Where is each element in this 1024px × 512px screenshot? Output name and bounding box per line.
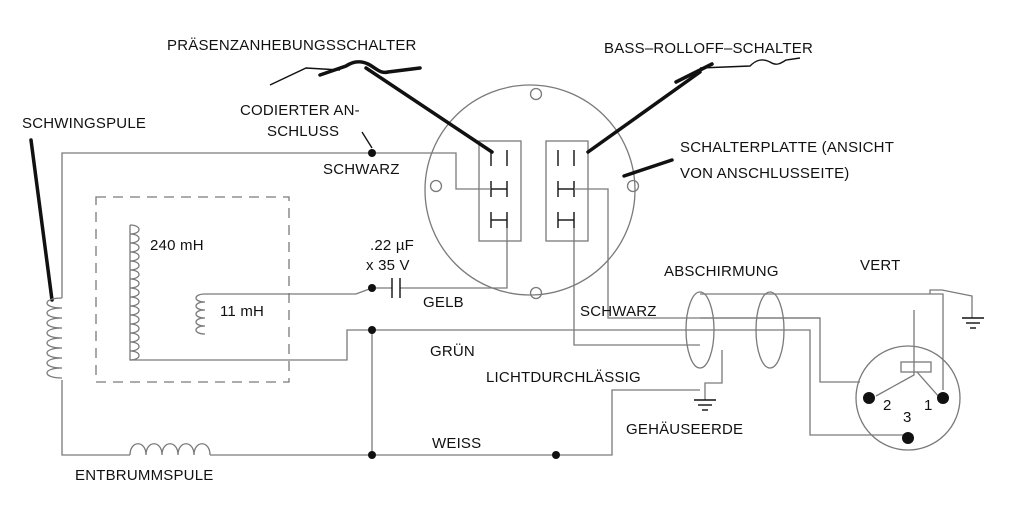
bass-switch-lever	[586, 57, 801, 154]
junction-dot	[368, 326, 376, 334]
green-wire-label: GRÜN	[430, 342, 475, 360]
capacitor-label-2: x 35 V	[366, 257, 410, 274]
connector-key	[900, 361, 932, 373]
black-wire-label-1: SCHWARZ	[323, 161, 400, 178]
junction-dot	[368, 451, 376, 459]
voice-coil-label: SCHWINGSPULE	[22, 115, 146, 132]
switch-plate	[424, 84, 640, 300]
coded-connector-label-1: CODIERTER AN-	[240, 102, 360, 119]
inductor-240mh-winding	[129, 224, 140, 361]
presence-switch-body	[478, 140, 522, 242]
xlr-connector	[855, 345, 961, 451]
coded-connector-label-2: SCHLUSS	[267, 123, 339, 140]
switch-plate-label-2: VON ANSCHLUSSEITE)	[680, 165, 849, 182]
mounting-hole-right	[626, 179, 640, 193]
bass-switch-body	[545, 140, 589, 242]
ground-symbol-vert	[962, 317, 984, 329]
coded-connector-callout	[361, 131, 373, 149]
black-wire-label-2: SCHWARZ	[580, 303, 657, 320]
mounting-hole-left	[429, 179, 443, 193]
hum-bucking-coil-winding	[129, 443, 211, 456]
yellow-wire-label: GELB	[423, 294, 464, 311]
mounting-hole-bottom	[529, 286, 543, 300]
voice-coil-winding	[46, 297, 63, 379]
case-ground-label: GEHÄUSEERDE	[626, 421, 743, 438]
inductor-11mh-label: 11 mH	[220, 303, 264, 320]
bass-switch-label: BASS–ROLLOFF–SCHALTER	[604, 40, 813, 57]
voice-coil-callout	[29, 138, 54, 302]
pin-2-dot	[863, 392, 875, 404]
shield-label: ABSCHIRMUNG	[664, 263, 779, 280]
capacitor-symbol	[391, 278, 401, 298]
pin-3-label: 3	[903, 409, 911, 426]
junction-dots	[368, 149, 560, 459]
hum-bucking-coil-label: ENTBRUMMSPULE	[75, 467, 213, 484]
shield-rings	[685, 291, 785, 369]
inductor-11mh-winding	[195, 293, 206, 335]
junction-dot	[368, 284, 376, 292]
clear-wire-label: LICHTDURCHLÄSSIG	[486, 369, 641, 386]
junction-dot	[552, 451, 560, 459]
pin-2-label: 2	[883, 397, 891, 414]
wires	[61, 152, 973, 456]
switch-plate-callout	[622, 158, 674, 178]
inductor-240mh-label: 240 mH	[150, 237, 204, 254]
pin-1-dot	[937, 392, 949, 404]
ground-symbol-case	[694, 399, 716, 411]
white-wire-label: WEISS	[432, 435, 481, 452]
pin-1-label: 1	[924, 397, 932, 414]
switch-plate-label-1: SCHALTERPLATTE (ANSICHT	[680, 139, 894, 156]
presence-switch-label: PRÄSENZANHEBUNGSSCHALTER	[167, 37, 417, 54]
mounting-hole-top	[529, 87, 543, 101]
pin-3-dot	[902, 432, 914, 444]
vert-label: VERT	[860, 257, 901, 274]
junction-dot	[368, 149, 376, 157]
capacitor-label-1: .22 µF	[370, 237, 414, 254]
presence-switch-lever	[269, 60, 494, 154]
